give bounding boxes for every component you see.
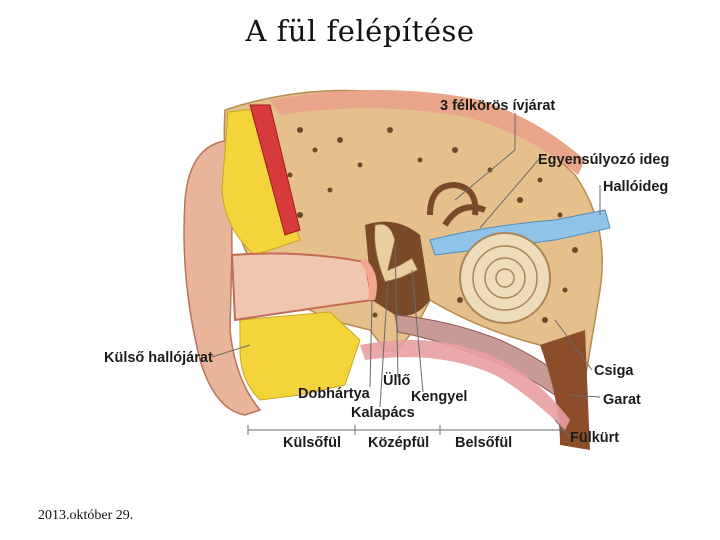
pharynx-wall [540, 330, 590, 450]
leader-lines [211, 113, 601, 438]
eardrum-membrane [360, 258, 378, 300]
label-eardrum: Dobhártya [298, 386, 371, 402]
ossicles [374, 223, 419, 283]
cochlea-spiral [459, 232, 551, 324]
semicircular-canals [427, 181, 487, 227]
label-auditory-nerve: Hallóideg [603, 179, 668, 195]
label-semicircular-canals: 3 félkörös ívjárat [440, 98, 555, 114]
section-outer-ear: Külsőfül [283, 435, 341, 451]
tube-lining [360, 340, 570, 430]
label-cochlea: Csiga [594, 363, 634, 379]
label-vestibular-nerve: Egyensúlyozó ideg [538, 152, 669, 168]
ear-anatomy-diagram: 3 félkörös ívjárat Egyensúlyozó ideg Hal… [104, 89, 669, 451]
label-incus: Üllő [383, 372, 411, 389]
section-inner-ear: Belsőfül [455, 435, 512, 451]
muscle [249, 104, 301, 236]
label-malleus: Kalapács [351, 405, 415, 421]
lower-fat [239, 311, 361, 401]
label-ear-canal: Külső hallójárat [104, 350, 213, 366]
scalp-layer [270, 90, 585, 175]
label-pharynx: Garat [603, 392, 641, 408]
footer-date: 2013.október 29. [38, 508, 134, 523]
label-eustachian-tube: Fülkürt [570, 430, 619, 446]
slide-title: A fül felépítése [245, 14, 475, 48]
section-middle-ear: Középfül [368, 435, 429, 451]
bone-pores [287, 127, 593, 323]
label-stapes: Kengyel [411, 389, 467, 405]
